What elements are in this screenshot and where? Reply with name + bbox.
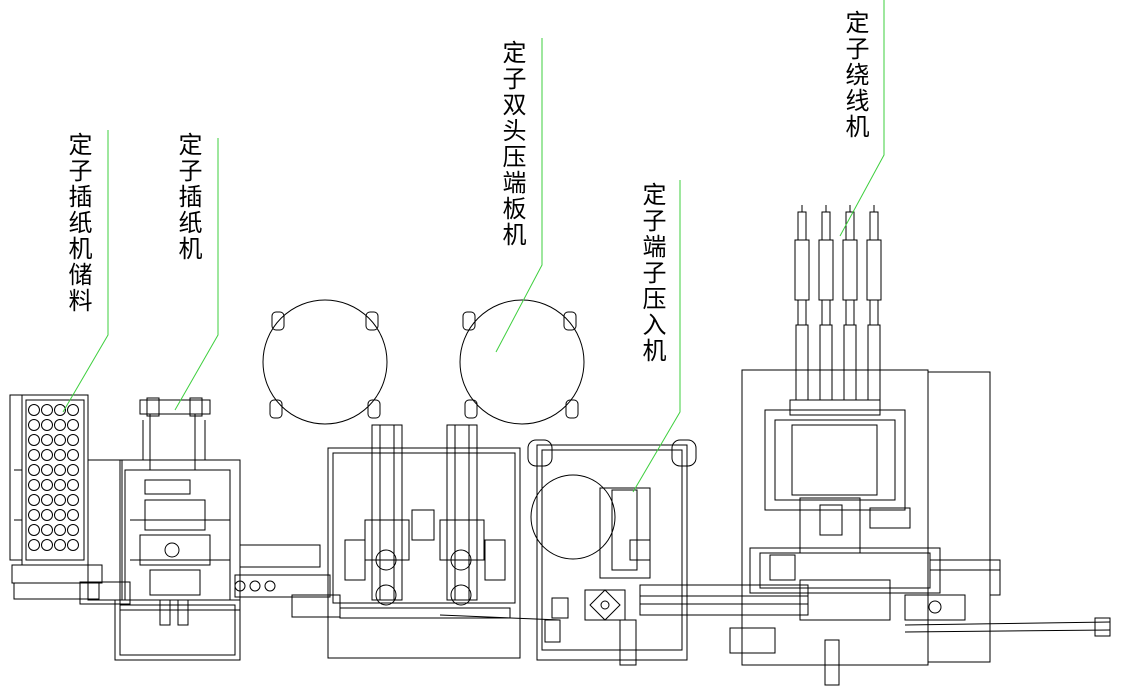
label-stator-terminal-press: 定子端子压入机 bbox=[638, 182, 666, 364]
label-stator-winder: 定子绕线机 bbox=[841, 10, 869, 140]
paper-inserter-machine bbox=[87, 397, 241, 661]
leader-inserter bbox=[174, 138, 219, 411]
storage-hole bbox=[41, 449, 53, 461]
storage-hole bbox=[28, 479, 40, 491]
storage-hole bbox=[54, 539, 66, 551]
storage-hole bbox=[28, 434, 40, 446]
storage-hole bbox=[54, 419, 66, 431]
storage-hole bbox=[41, 479, 53, 491]
winder-spindle bbox=[818, 205, 834, 401]
storage-hole bbox=[41, 464, 53, 476]
storage-hole bbox=[41, 509, 53, 521]
storage-hole bbox=[28, 524, 40, 536]
storage-hole bbox=[28, 509, 40, 521]
label-stator-double-press: 定子双头压端板机 bbox=[498, 40, 526, 248]
storage-hole-grid bbox=[28, 404, 79, 551]
storage-hole bbox=[41, 524, 53, 536]
winder-spindle bbox=[794, 205, 810, 401]
double-press-machine bbox=[262, 299, 585, 659]
storage-hole bbox=[54, 449, 66, 461]
winder-spindle bbox=[866, 205, 882, 401]
storage-hole bbox=[41, 539, 53, 551]
terminal-press-machine bbox=[527, 439, 697, 666]
storage-hole bbox=[54, 524, 66, 536]
storage-hole bbox=[54, 434, 66, 446]
transfer-conveyor-2 bbox=[639, 584, 809, 654]
storage-hole bbox=[67, 509, 79, 521]
storage-hole bbox=[41, 419, 53, 431]
storage-hole bbox=[41, 404, 53, 416]
storage-hole bbox=[67, 524, 79, 536]
storage-hole bbox=[41, 494, 53, 506]
storage-hole bbox=[41, 434, 53, 446]
transfer-conveyor-1 bbox=[234, 544, 341, 618]
storage-hole bbox=[67, 404, 79, 416]
storage-hole bbox=[67, 434, 79, 446]
leader-terminal-press bbox=[632, 180, 681, 493]
storage-hole bbox=[67, 494, 79, 506]
storage-hole bbox=[67, 419, 79, 431]
storage-hole bbox=[67, 539, 79, 551]
storage-hole bbox=[67, 449, 79, 461]
winder-spindle bbox=[842, 205, 858, 401]
storage-hole bbox=[54, 509, 66, 521]
winder-spindles bbox=[794, 205, 882, 401]
storage-hole bbox=[67, 479, 79, 491]
leader-lines bbox=[62, 0, 885, 493]
leader-storage bbox=[62, 130, 109, 413]
storage-hole bbox=[54, 404, 66, 416]
storage-hole bbox=[28, 494, 40, 506]
label-stator-paper-inserter: 定子插纸机 bbox=[174, 132, 202, 262]
storage-machine bbox=[9, 394, 131, 605]
storage-hole bbox=[67, 464, 79, 476]
storage-hole bbox=[54, 479, 66, 491]
storage-hole bbox=[28, 539, 40, 551]
leader-winder bbox=[839, 0, 885, 237]
label-stator-paper-storage: 定子插纸机储料 bbox=[64, 132, 92, 314]
storage-hole bbox=[54, 464, 66, 476]
storage-hole bbox=[28, 404, 40, 416]
winder-machine bbox=[741, 205, 1111, 686]
storage-hole bbox=[54, 494, 66, 506]
storage-hole bbox=[28, 464, 40, 476]
leader-double-press bbox=[495, 38, 543, 353]
storage-hole bbox=[28, 449, 40, 461]
storage-hole bbox=[28, 419, 40, 431]
